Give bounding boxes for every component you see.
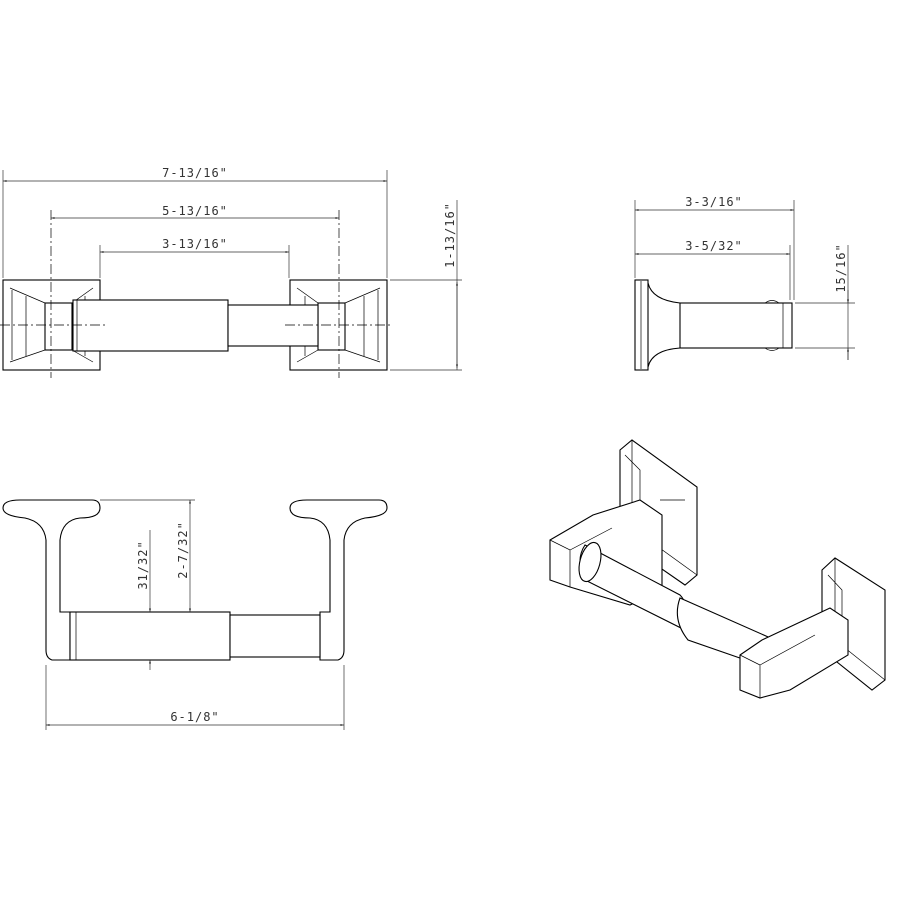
dim-roller-diameter: 15/16" — [834, 243, 848, 292]
top-view: 31/32" 2-7/32" 6-1/8" — [2, 499, 388, 730]
dim-plate-height: 1-13/16" — [443, 202, 457, 268]
iso-front-arm — [739, 607, 849, 699]
dim-center-to-center: 5-13/16" — [162, 204, 228, 218]
dim-overall-width: 7-13/16" — [162, 166, 228, 180]
dim-roller-projection: 3-5/32" — [685, 239, 743, 253]
dim-roller-length: 6-1/8" — [170, 710, 219, 724]
side-roller — [679, 302, 793, 349]
side-plate — [634, 279, 649, 371]
left-arm — [2, 499, 101, 661]
side-view: 3-3/16" 3-5/32" 15/16" — [634, 195, 855, 371]
dim-overall-drop: 2-7/32" — [176, 521, 190, 579]
dim-roller-drop: 31/32" — [136, 540, 150, 589]
top-spindle — [229, 614, 321, 658]
dim-overall-projection: 3-3/16" — [685, 195, 743, 209]
top-roll-sleeve — [69, 611, 231, 661]
roll-sleeve — [72, 299, 229, 352]
spindle — [227, 304, 319, 347]
right-arm — [289, 499, 388, 661]
isometric-view — [549, 439, 886, 699]
right-collar — [317, 302, 346, 351]
dim-inner-width: 3-13/16" — [162, 237, 228, 251]
left-collar — [44, 302, 73, 351]
front-view: 7-13/16" 5-13/16" 3-13/16" 1-13/16" — [0, 166, 462, 378]
